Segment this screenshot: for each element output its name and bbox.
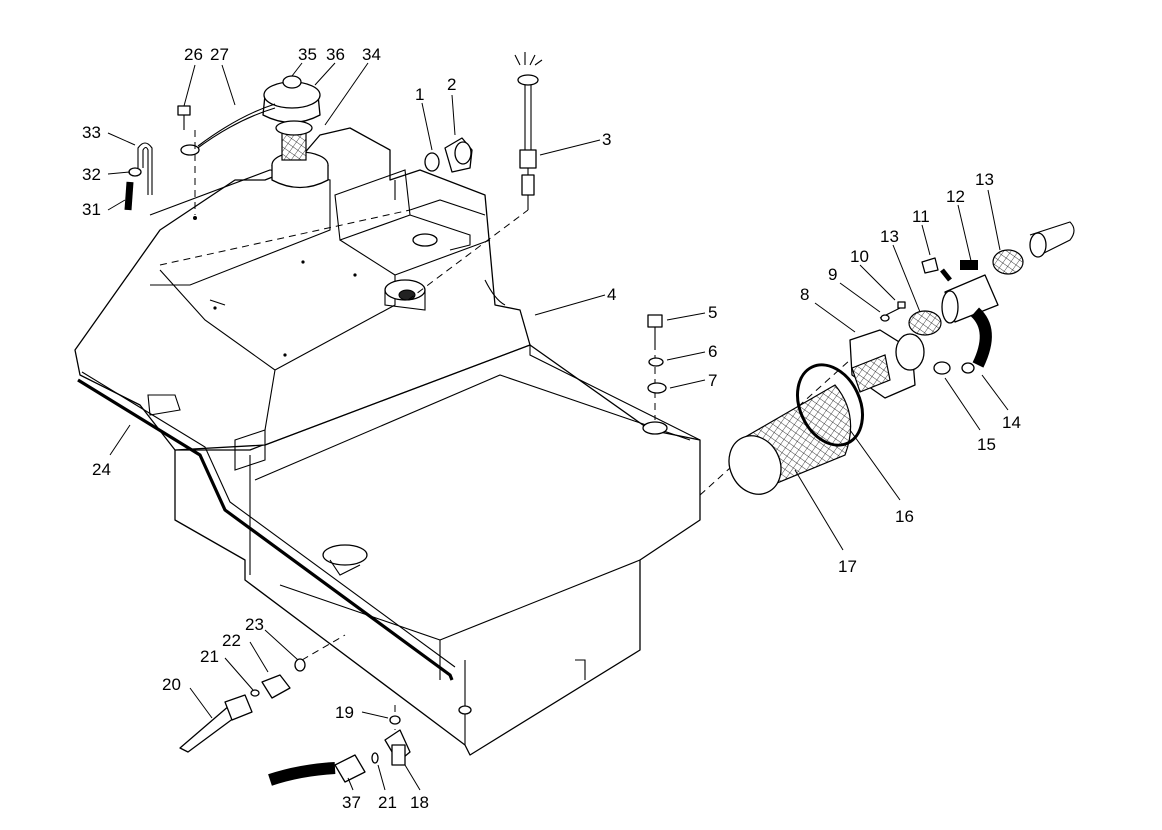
- label-21b: 21: [378, 793, 397, 812]
- label-11: 11: [912, 207, 930, 226]
- label-12: 12: [946, 187, 965, 206]
- filler-cap: [262, 75, 321, 161]
- label-17: 17: [838, 557, 857, 576]
- label-8: 8: [800, 285, 809, 304]
- label-10: 10: [850, 247, 869, 266]
- label-34: 34: [362, 45, 381, 64]
- label-5: 5: [708, 303, 717, 322]
- label-22: 22: [222, 631, 241, 650]
- label-36: 36: [326, 45, 345, 64]
- label-9: 9: [828, 265, 837, 284]
- label-23: 23: [245, 615, 264, 634]
- label-7: 7: [708, 371, 717, 390]
- label-16: 16: [895, 507, 914, 526]
- label-14: 14: [1002, 413, 1021, 432]
- fuel-tank: [74, 127, 701, 756]
- label-6: 6: [708, 342, 717, 361]
- label-32: 32: [82, 165, 101, 184]
- strainer: [728, 363, 864, 495]
- label-18: 18: [410, 793, 429, 812]
- fuel-sender: [514, 52, 543, 210]
- label-19: 19: [335, 703, 354, 722]
- label-21a: 21: [200, 647, 219, 666]
- part-labels: 1 2 3 4 5 6 7 8 9 10 11 12 13 13 14 15 1…: [82, 45, 1021, 812]
- label-31: 31: [82, 200, 101, 219]
- label-13b: 13: [880, 227, 899, 246]
- label-2: 2: [447, 75, 456, 94]
- label-15: 15: [977, 435, 996, 454]
- label-1: 1: [415, 85, 424, 104]
- label-35: 35: [298, 45, 317, 64]
- label-33: 33: [82, 123, 101, 142]
- label-13a: 13: [975, 170, 994, 189]
- label-26: 26: [184, 45, 203, 64]
- label-3: 3: [602, 130, 611, 149]
- label-37: 37: [342, 793, 361, 812]
- leader-lines: [107, 62, 1009, 791]
- label-20: 20: [162, 675, 181, 694]
- label-27: 27: [210, 45, 229, 64]
- label-4: 4: [607, 285, 616, 304]
- label-24: 24: [92, 460, 111, 479]
